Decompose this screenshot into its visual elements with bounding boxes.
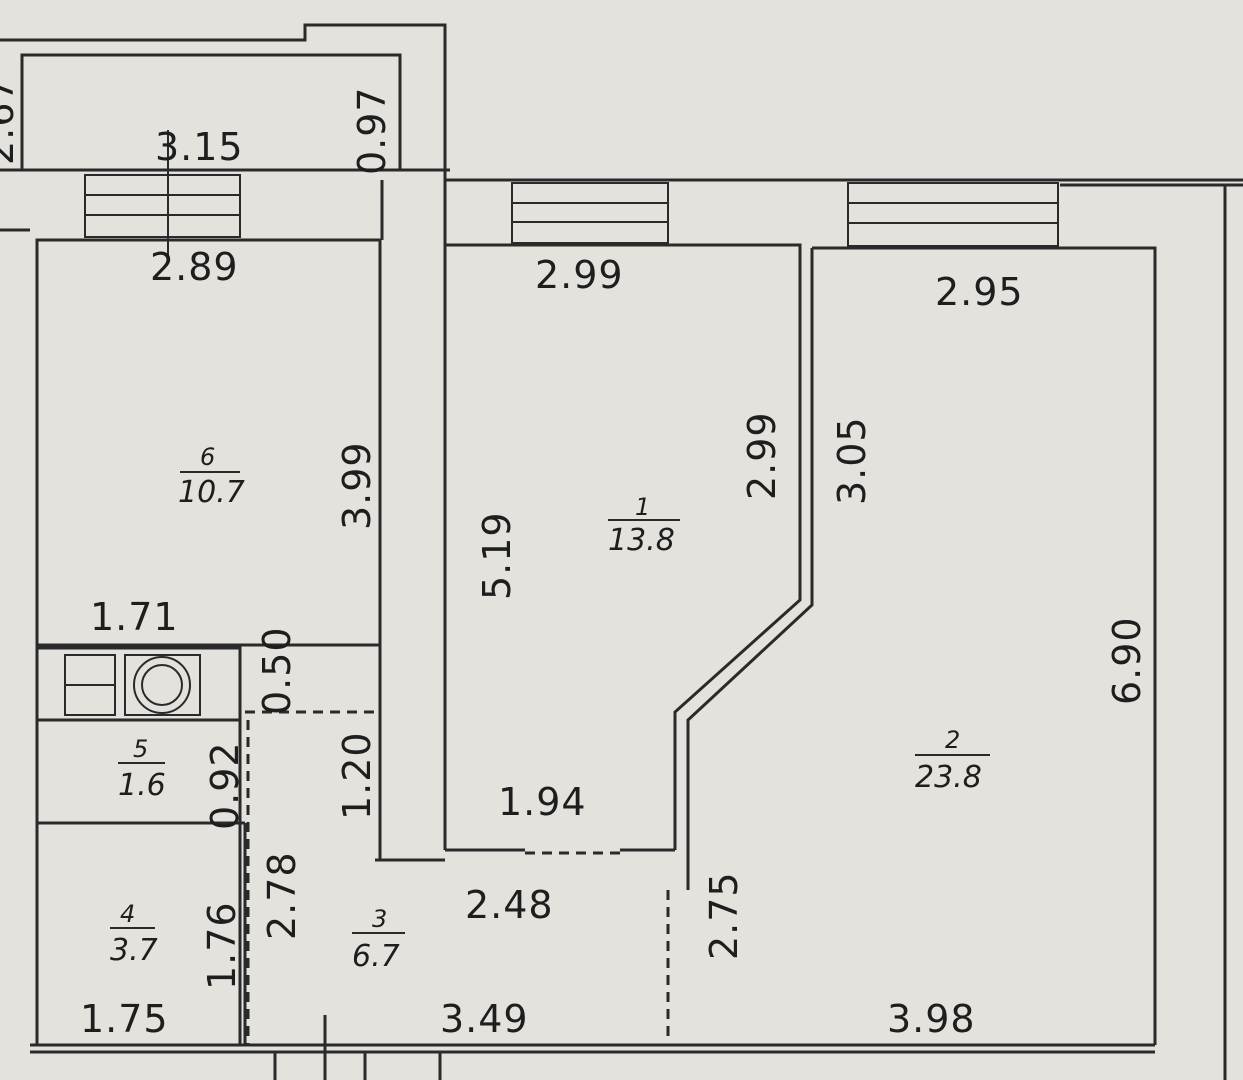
dim-r2-length: 6.90 bbox=[1105, 616, 1149, 705]
dim-kitchen-nook-depth: 0.50 bbox=[255, 626, 299, 715]
dim-r1-width: 2.99 bbox=[535, 253, 624, 297]
dim-r1-bottom: 1.94 bbox=[498, 780, 587, 824]
svg-text:1.6: 1.6 bbox=[118, 768, 166, 803]
dim-r4-width: 1.75 bbox=[80, 997, 169, 1041]
svg-text:3.7: 3.7 bbox=[110, 933, 158, 968]
dim-kitchen-nook-width: 1.71 bbox=[90, 595, 179, 639]
dim-r1-length: 5.19 bbox=[475, 511, 519, 600]
svg-text:6: 6 bbox=[200, 443, 215, 471]
svg-text:23.8: 23.8 bbox=[915, 760, 982, 795]
svg-text:13.8: 13.8 bbox=[608, 523, 675, 558]
svg-text:1: 1 bbox=[635, 493, 650, 521]
dim-balcony-edge: 2.67 bbox=[0, 76, 22, 165]
room-label-6: 6 10.7 bbox=[178, 443, 245, 510]
window-right bbox=[847, 182, 1059, 247]
svg-text:5: 5 bbox=[133, 735, 148, 763]
dim-r2-width: 2.95 bbox=[935, 270, 1024, 314]
balcony bbox=[0, 23, 1243, 182]
dim-balcony-depth: 0.97 bbox=[350, 86, 394, 175]
svg-text:2: 2 bbox=[945, 726, 960, 754]
dim-r6-length: 3.99 bbox=[335, 441, 379, 530]
room-label-2: 2 23.8 bbox=[915, 726, 990, 795]
dim-balcony-width: 3.15 bbox=[155, 125, 244, 169]
kitchen-appliances bbox=[35, 646, 242, 722]
dim-hall-width: 2.48 bbox=[465, 883, 554, 927]
room-label-4: 4 3.7 bbox=[110, 900, 158, 968]
dim-hall-right: 2.75 bbox=[702, 871, 746, 960]
window-middle bbox=[511, 182, 669, 244]
dim-r1-partition: 2.99 bbox=[740, 411, 784, 500]
svg-text:3: 3 bbox=[372, 905, 387, 933]
dim-hall-bottom: 3.49 bbox=[440, 997, 529, 1041]
svg-text:4: 4 bbox=[120, 900, 135, 928]
dim-hall-left: 2.78 bbox=[260, 851, 304, 940]
dim-hall-jog: 1.20 bbox=[335, 731, 379, 820]
dim-r2-partition: 3.05 bbox=[830, 416, 874, 505]
room-label-5: 5 1.6 bbox=[118, 735, 166, 803]
dim-r2-bottom: 3.98 bbox=[887, 997, 976, 1041]
svg-text:10.7: 10.7 bbox=[178, 475, 245, 510]
svg-text:6.7: 6.7 bbox=[352, 939, 400, 974]
room-label-1: 1 13.8 bbox=[608, 493, 680, 558]
window-left bbox=[84, 174, 241, 238]
dim-r5-depth: 0.92 bbox=[203, 741, 247, 830]
room-label-3: 3 6.7 bbox=[352, 905, 405, 974]
dim-r6-width: 2.89 bbox=[150, 245, 239, 289]
dim-r4-depth: 1.76 bbox=[200, 901, 244, 990]
